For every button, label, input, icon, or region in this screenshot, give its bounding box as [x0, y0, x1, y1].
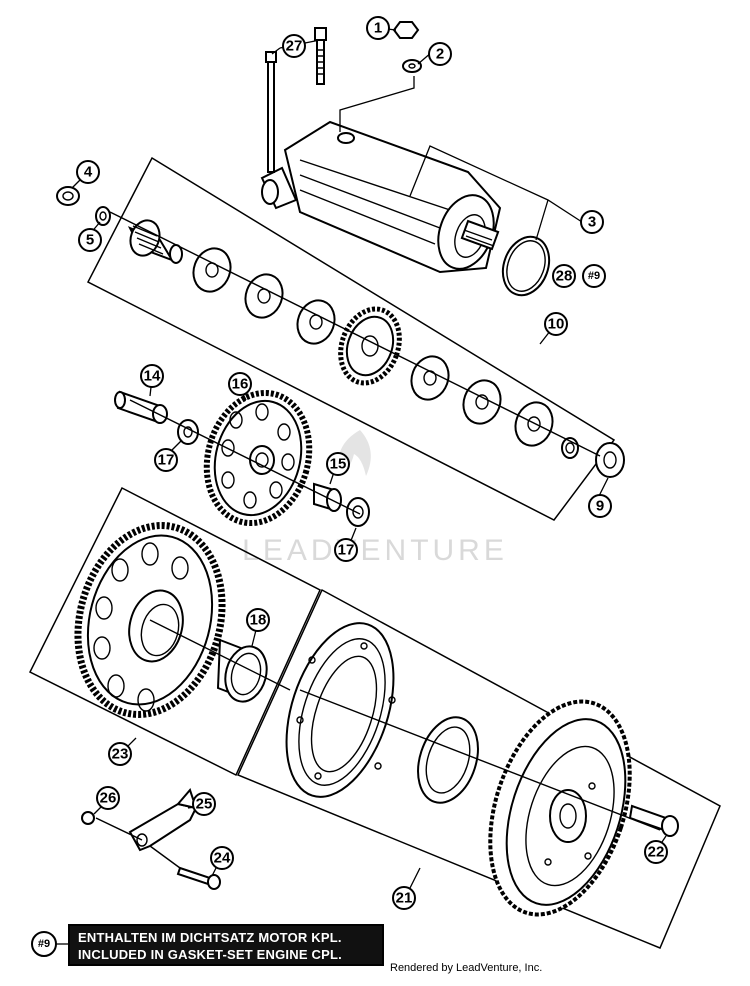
mounting-bolts	[265, 27, 327, 173]
svg-text:24: 24	[214, 850, 231, 867]
bracket-bolt	[81, 811, 95, 825]
freewheel-bushing	[216, 638, 268, 703]
callout-17a: 17	[154, 448, 178, 472]
callout-9-ref: #9	[582, 264, 606, 288]
callout-26: 26	[96, 786, 120, 810]
svg-text:10: 10	[548, 316, 565, 333]
shim-washers	[192, 247, 579, 459]
callout-24: 24	[210, 846, 234, 870]
callout-2: 2	[428, 42, 452, 66]
callout-18: 18	[246, 608, 270, 632]
note-line-english: INCLUDED IN GASKET-SET ENGINE CPL.	[78, 947, 342, 962]
svg-text:9: 9	[596, 498, 604, 515]
svg-text:23: 23	[112, 746, 129, 763]
callout-27: 27	[282, 34, 306, 58]
shaft	[114, 390, 168, 424]
callout-10: 10	[544, 312, 568, 336]
callout-22: 22	[644, 840, 668, 864]
svg-text:#9: #9	[588, 270, 600, 282]
callout-1: 1	[366, 16, 390, 40]
svg-text:26: 26	[100, 790, 117, 807]
note-line-german: ENTHALTEN IM DICHTSATZ MOTOR KPL.	[78, 930, 342, 945]
freewheel-ring	[417, 716, 479, 804]
idler-gear	[338, 306, 402, 386]
gasket-set-note: ENTHALTEN IM DICHTSATZ MOTOR KPL. INCLUD…	[68, 924, 384, 966]
svg-text:27: 27	[286, 38, 303, 55]
svg-text:5: 5	[86, 232, 94, 249]
callout-9: 9	[588, 494, 612, 518]
callout-5: 5	[78, 228, 102, 252]
svg-text:3: 3	[588, 214, 596, 231]
svg-text:18: 18	[250, 612, 267, 629]
svg-text:17: 17	[338, 542, 355, 559]
svg-text:15: 15	[330, 456, 347, 473]
svg-text:17: 17	[158, 452, 175, 469]
svg-text:25: 25	[196, 796, 213, 813]
callout-15: 15	[326, 452, 350, 476]
svg-text:22: 22	[648, 844, 665, 861]
callout-16: 16	[228, 372, 252, 396]
svg-text:2: 2	[436, 46, 444, 63]
svg-text:4: 4	[84, 164, 93, 181]
needle-bushing	[313, 482, 370, 527]
group-frame-10	[86, 156, 616, 521]
nut-and-washer	[392, 21, 422, 73]
callout-17b: 17	[334, 538, 358, 562]
group-frame-23	[28, 486, 321, 777]
callout-25: 25	[192, 792, 216, 816]
svg-text:21: 21	[396, 890, 413, 907]
callout-note-ref: #9	[31, 931, 57, 957]
bracket	[128, 788, 198, 852]
callout-4: 4	[76, 160, 100, 184]
rotor	[488, 699, 632, 917]
callout-3: 3	[580, 210, 604, 234]
rendered-by-footer: Rendered by LeadVenture, Inc.	[390, 962, 543, 974]
pinion-gear	[56, 186, 183, 264]
bearing	[595, 442, 625, 478]
svg-text:14: 14	[144, 368, 161, 385]
callout-28: 28	[552, 264, 576, 288]
callout-21: 21	[392, 886, 416, 910]
watermark-text: LEADVENTURE	[242, 534, 508, 567]
bracket-screw	[176, 866, 221, 890]
svg-text:16: 16	[232, 376, 249, 393]
callout-14: 14	[140, 364, 164, 388]
starter-motor	[260, 120, 502, 274]
callout-23: 23	[108, 742, 132, 766]
freewheel-housing	[285, 622, 396, 798]
svg-text:#9: #9	[38, 938, 50, 950]
svg-text:28: 28	[556, 268, 573, 285]
rotor-bolt	[628, 804, 679, 837]
svg-text:1: 1	[374, 20, 382, 37]
starter-gear	[203, 389, 313, 527]
